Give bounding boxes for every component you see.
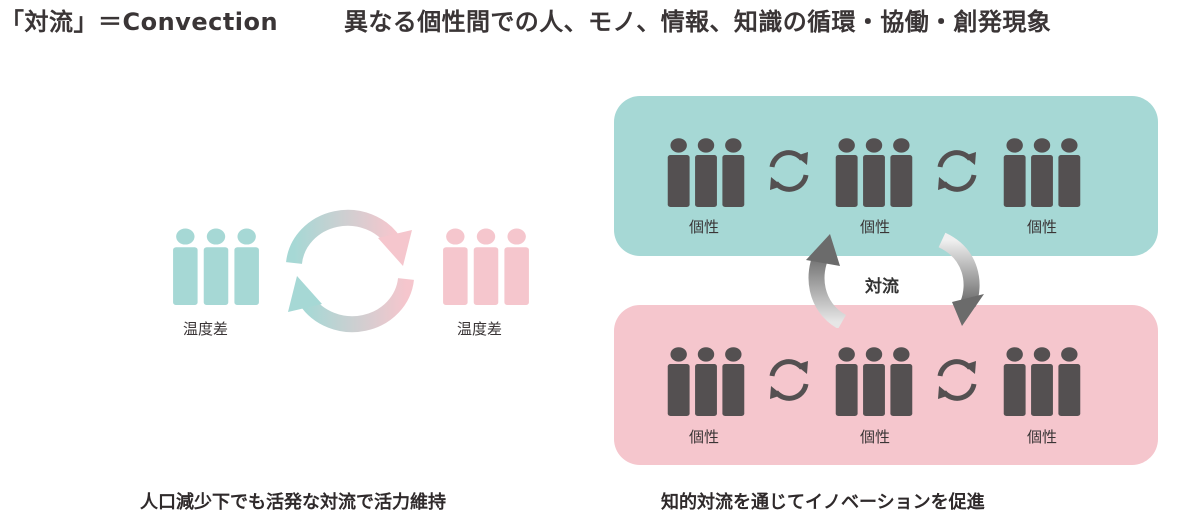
people-group-icon [440,225,532,305]
people-group-icon [665,344,747,416]
left-caption: 人口減少下でも活発な対流で活力維持 [140,492,446,513]
people-group-icon [170,225,262,305]
people-group-icon [1001,135,1083,207]
cycle-arrows-icon [286,209,414,333]
header-title: 「対流」＝Convection [0,8,279,36]
group-label-right: 温度差 [457,320,503,338]
people-group-icon [665,135,747,207]
people-group-icon [833,344,915,416]
curved-arrow-icon [938,232,984,326]
top-label-2: 個性 [860,218,891,236]
curved-arrow-icon [806,234,847,328]
right-caption: 知的対流を通じてイノベーションを促進 [661,492,985,513]
cycle-arrows-icon [764,146,814,196]
header-subtitle: 異なる個性間での人、モノ、情報、知識の循環・協働・創発現象 [344,8,1052,36]
people-group-icon [833,135,915,207]
page-header: 「対流」＝Convection 異なる個性間での人、モノ、情報、知識の循環・協働… [0,2,1200,38]
group-label-left: 温度差 [183,320,229,338]
top-label-1: 個性 [689,218,720,236]
bottom-label-2: 個性 [860,428,891,446]
bottom-label-3: 個性 [1027,428,1058,446]
cycle-arrows-icon [764,355,814,405]
center-label: 対流 [865,277,899,297]
cycle-arrows-icon [932,355,982,405]
cycle-arrows-icon [932,146,982,196]
bottom-label-1: 個性 [689,428,720,446]
top-label-3: 個性 [1027,218,1058,236]
people-group-icon [1001,344,1083,416]
